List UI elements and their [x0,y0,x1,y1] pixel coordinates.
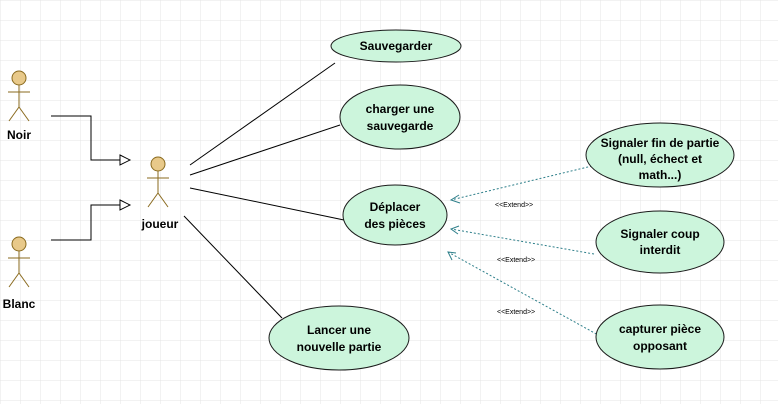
use-case-label: interdit [640,243,681,257]
use-case-charger-sauvegarde[interactable]: charger une sauvegarde [339,84,461,150]
extend-label: <<Extend>> [497,257,535,264]
association-charger[interactable] [189,124,341,176]
use-case-label: Signaler fin de partie [601,136,720,150]
use-case-deplacer-pieces[interactable]: Déplacer des pièces [342,184,448,246]
use-case-label: Déplacer [370,200,421,214]
actor-blanc[interactable]: Blanc [3,236,36,311]
actor-label: Noir [7,128,31,142]
association-sauvegarder[interactable] [189,62,336,166]
actor-noir[interactable]: Noir [7,70,31,142]
use-case-label: Sauvegarder [360,39,433,53]
use-case-label: Signaler coup [620,227,699,241]
use-case-sauvegarder[interactable]: Sauvegarder [330,29,462,63]
association-lancer[interactable] [183,215,283,319]
use-case-label: sauvegarde [367,119,434,133]
use-case-label: opposant [633,339,687,353]
extend-label: <<Extend>> [495,202,533,209]
generalization-noir-joueur[interactable] [51,115,132,166]
extend-signaler-coup[interactable] [449,225,595,255]
use-case-label: nouvelle partie [297,340,382,354]
use-case-lancer-partie[interactable]: Lancer une nouvelle partie [268,305,410,371]
extend-label: <<Extend>> [497,309,535,316]
use-case-label: Lancer une [307,323,371,337]
association-deplacer[interactable] [189,187,345,221]
use-case-label: math...) [639,168,682,182]
actor-joueur[interactable]: joueur [141,156,179,231]
extend-capturer[interactable] [447,251,601,337]
actor-label: Blanc [3,297,36,311]
use-case-signaler-fin-partie[interactable]: Signaler fin de partie (null, échect et … [585,122,735,188]
use-case-label: (null, échect et [618,152,702,166]
use-case-signaler-coup-interdit[interactable]: Signaler coup interdit [595,210,725,274]
extend-signaler-fin[interactable] [449,165,593,204]
use-case-label: charger une [366,102,435,116]
use-case-label: des pièces [364,217,426,231]
actor-label: joueur [141,217,179,231]
generalization-blanc-joueur[interactable] [51,199,132,241]
use-case-label: capturer pièce [619,322,701,336]
use-case-capturer-piece[interactable]: capturer pièce opposant [595,304,725,370]
